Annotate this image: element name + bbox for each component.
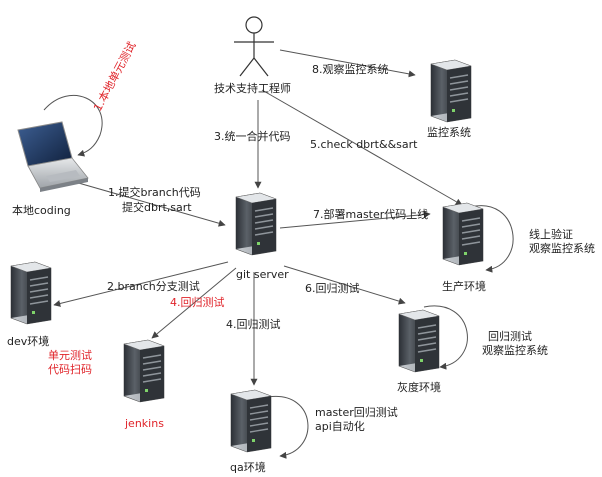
edge-4-to-jenkins bbox=[151, 267, 237, 339]
qa-regression-loop bbox=[267, 396, 309, 459]
node-label-gray: 灰度环境 bbox=[397, 380, 441, 394]
qa-note-2: api自动化 bbox=[315, 419, 365, 433]
gray-note-1: 回归测试 bbox=[488, 329, 532, 343]
edge-label-1-local-unit-test: 1.本地单元测试 bbox=[90, 39, 138, 113]
edge-1-local-unit-test-loop bbox=[43, 94, 103, 157]
edge-label-1-submit-b: 提交dbrt,sart bbox=[122, 200, 192, 214]
edge-label-4: 4.回归测试 bbox=[226, 317, 281, 331]
gray-server-icon bbox=[398, 309, 440, 373]
node-label-dev: dev环境 bbox=[7, 334, 49, 348]
jenkins-note-2: 代码扫码 bbox=[48, 363, 92, 376]
edge-8-observe-monitor bbox=[279, 49, 416, 78]
laptop-icon bbox=[17, 121, 89, 192]
git-server-icon bbox=[235, 192, 277, 256]
edge-label-6: 6.回归测试 bbox=[305, 281, 360, 295]
edge-label-2: 2.branch分支测试 bbox=[107, 280, 200, 293]
node-label-git: git server bbox=[236, 268, 289, 281]
jenkins-note-1: 单元测试 bbox=[48, 349, 92, 362]
edge-label-1-submit-a: 1.提交branch代码 bbox=[108, 185, 201, 199]
node-label-prod: 生产环境 bbox=[442, 279, 486, 293]
edge-6-to-gray bbox=[283, 265, 406, 305]
edge-label-3: 3.统一合并代码 bbox=[214, 129, 291, 143]
edge-label-8: 8.观察监控系统 bbox=[312, 62, 389, 76]
prod-note-1: 线上验证 bbox=[529, 227, 573, 241]
gray-note-2: 观察监控系统 bbox=[482, 343, 548, 357]
edge-2-branch-test bbox=[53, 261, 229, 307]
node-label-qa: qa环境 bbox=[230, 460, 266, 474]
prod-server-icon bbox=[442, 202, 484, 266]
edge-label-5: 5.check dbrt&&sart bbox=[310, 138, 418, 151]
node-label-jenkins: jenkins bbox=[124, 417, 164, 430]
edge-label-4-red: 4.回归测试 bbox=[170, 295, 225, 309]
gray-regression-loop bbox=[423, 305, 468, 370]
jenkins-server-icon bbox=[123, 339, 165, 403]
qa-note-1: master回归测试 bbox=[315, 405, 398, 419]
prod-verify-loop bbox=[469, 205, 514, 273]
edge-5-check bbox=[261, 89, 463, 206]
edge-7-deploy-master bbox=[279, 211, 431, 229]
dev-server-icon bbox=[10, 261, 52, 325]
prod-note-2: 观察监控系统 bbox=[529, 241, 595, 255]
engineer-figure-icon bbox=[234, 16, 274, 77]
edges bbox=[43, 49, 514, 459]
engineer-label: 技术支持工程师 bbox=[214, 81, 291, 95]
monitor-server-icon bbox=[430, 59, 472, 123]
node-label-local: 本地coding bbox=[12, 203, 71, 217]
edge-label-7: 7.部署master代码上线 bbox=[313, 207, 428, 221]
qa-server-icon bbox=[230, 389, 272, 453]
node-label-monitor: 监控系统 bbox=[427, 125, 471, 139]
edge-1-submit-branch bbox=[74, 181, 226, 227]
